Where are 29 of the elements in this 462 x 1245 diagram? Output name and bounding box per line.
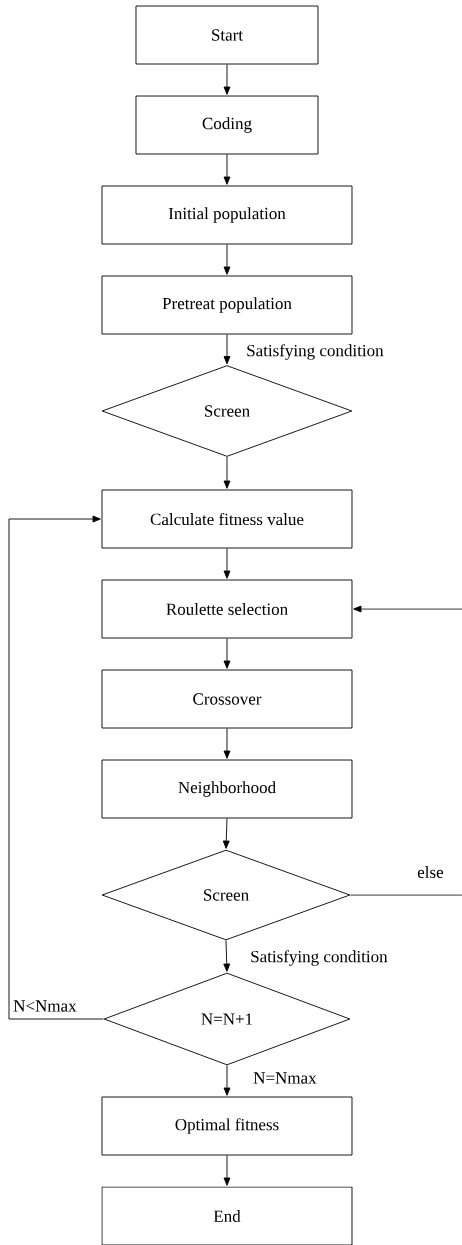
- arrow: [223, 1155, 231, 1186]
- arrow: [223, 64, 231, 95]
- edge-label: Satisfying condition: [249, 949, 389, 967]
- arrow: [223, 244, 231, 275]
- arrow: [223, 940, 231, 972]
- arrow: [223, 728, 231, 759]
- process-box: End: [101, 1186, 353, 1245]
- arrow: [223, 638, 231, 669]
- process-box: Optimal fitness: [101, 1096, 353, 1156]
- process-box: Start: [135, 5, 319, 65]
- arrow: [223, 548, 231, 579]
- arrow: [223, 1065, 231, 1096]
- process-box: Calculate fitness value: [101, 489, 353, 549]
- edge-label: Satisfying condition: [245, 343, 385, 361]
- arrow: [223, 154, 231, 185]
- arrow: [222, 818, 230, 849]
- process-box: Crossover: [101, 669, 353, 729]
- arrow: [223, 456, 231, 489]
- edge-label: N=Nmax: [252, 1071, 318, 1085]
- edge-label: N<Nmax: [12, 999, 78, 1013]
- process-box: Roulette selection: [101, 579, 353, 639]
- process-box: Pretreat population: [101, 275, 353, 335]
- process-box: Neighborhood: [101, 759, 353, 819]
- arrow: [353, 605, 462, 613]
- arrow: [223, 334, 231, 365]
- edge-label: else: [416, 865, 445, 879]
- process-box: Coding: [135, 95, 319, 155]
- arrow: [8, 515, 104, 1020]
- process-box: Initial population: [101, 185, 353, 245]
